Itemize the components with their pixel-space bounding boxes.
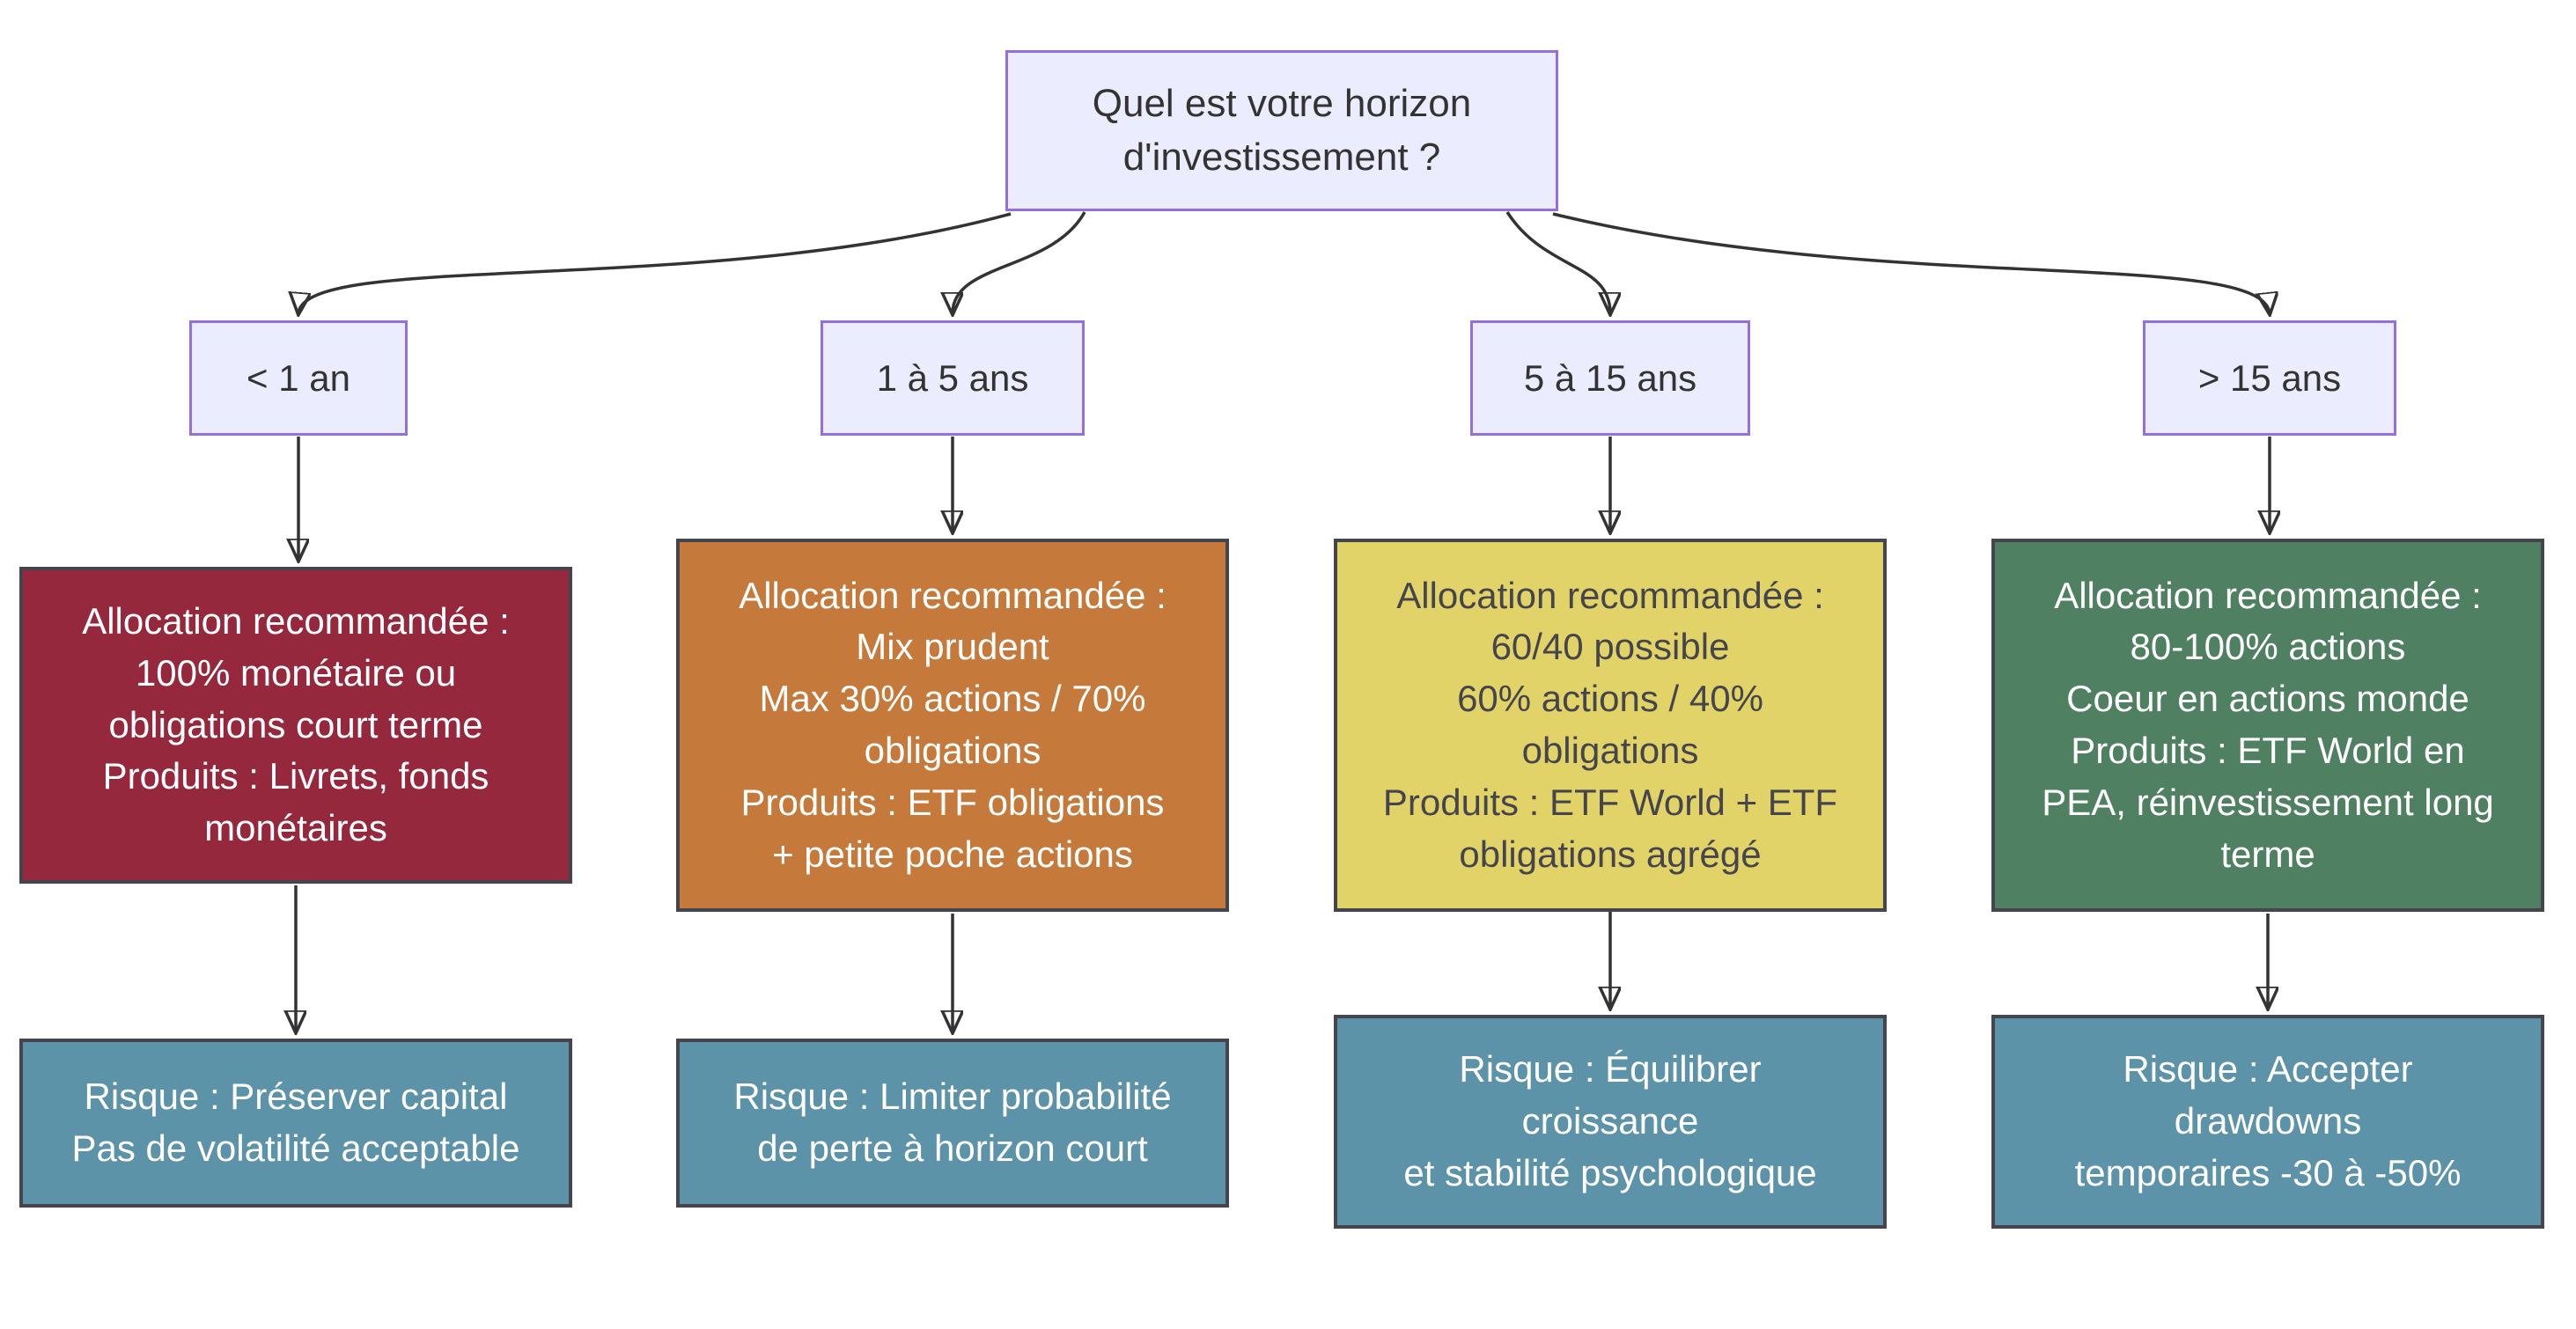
edge-root-to-lt1an (298, 212, 1012, 313)
edge-root-to-gt15ans (1552, 212, 2270, 313)
horizon-label: > 15 ans (2197, 356, 2342, 399)
risk-text: Risque : Accepter drawdowns temporaires … (2074, 1048, 2462, 1193)
risk-text: Risque : Équilibrer croissance et stabil… (1403, 1048, 1817, 1193)
allocation-text: Allocation recommandée : 60/40 possible … (1382, 574, 1838, 875)
allocation-text: Allocation recommandée : 80-100% actions… (2042, 574, 2494, 875)
allocation-box-5-a-15-ans: Allocation recommandée : 60/40 possible … (1334, 539, 1887, 912)
risk-box-gt-15-ans: Risque : Accepter drawdowns temporaires … (1991, 1015, 2544, 1229)
horizon-node-lt-1-an: < 1 an (189, 320, 408, 436)
edge-root-to-5a15ans (1505, 211, 1610, 313)
horizon-label: 5 à 15 ans (1523, 356, 1697, 399)
root-question-node: Quel est votre horizon d'investissement … (1005, 50, 1558, 211)
allocation-box-1-a-5-ans: Allocation recommandée : Mix prudent Max… (676, 539, 1229, 912)
horizon-node-1-a-5-ans: 1 à 5 ans (821, 320, 1085, 436)
allocation-text: Allocation recommandée : 100% monétaire … (82, 600, 510, 849)
allocation-box-gt-15-ans: Allocation recommandée : 80-100% actions… (1991, 539, 2544, 912)
horizon-node-5-a-15-ans: 5 à 15 ans (1470, 320, 1750, 436)
edge-root-to-1a5ans (953, 211, 1086, 313)
horizon-node-gt-15-ans: > 15 ans (2143, 320, 2396, 436)
root-question-label: Quel est votre horizon d'investissement … (1092, 81, 1472, 179)
risk-box-lt-1-an: Risque : Préserver capital Pas de volati… (19, 1039, 572, 1208)
allocation-text: Allocation recommandée : Mix prudent Max… (739, 574, 1167, 875)
risk-text: Risque : Préserver capital Pas de volati… (71, 1076, 520, 1169)
risk-text: Risque : Limiter probabilité de perte à … (733, 1076, 1172, 1169)
horizon-label: < 1 an (247, 356, 350, 399)
allocation-box-lt-1-an: Allocation recommandée : 100% monétaire … (19, 567, 572, 884)
risk-box-1-a-5-ans: Risque : Limiter probabilité de perte à … (676, 1039, 1229, 1208)
risk-box-5-a-15-ans: Risque : Équilibrer croissance et stabil… (1334, 1015, 1887, 1229)
horizon-label: 1 à 5 ans (876, 356, 1029, 399)
